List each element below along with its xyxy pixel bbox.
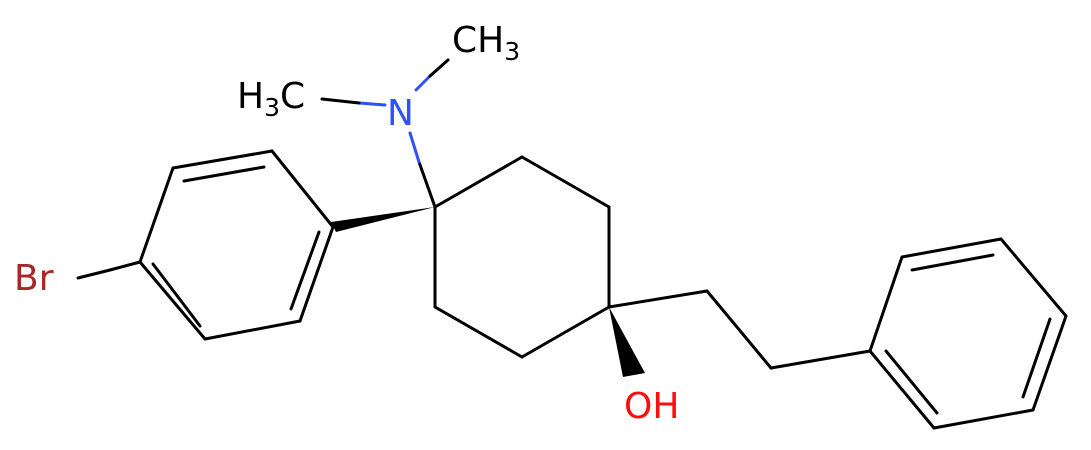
phenethyl-chain	[607, 289, 872, 370]
bromophenyl-ring	[76, 149, 335, 341]
bromine-atom-label: Br	[14, 258, 54, 299]
methyl-left-label: H3C	[237, 76, 305, 122]
nitrogen-atom-label: N	[387, 93, 414, 134]
hydroxyl-group-label: OH	[624, 386, 679, 427]
dimethylamino-group	[320, 58, 450, 209]
cyclohexane-ring	[433, 155, 611, 359]
stereo-wedge-bond-aryl	[331, 207, 435, 232]
phenyl-ring	[868, 237, 1068, 430]
stereo-wedge-bond-hydroxyl	[609, 307, 645, 377]
methyl-top-label: CH3	[452, 20, 520, 66]
